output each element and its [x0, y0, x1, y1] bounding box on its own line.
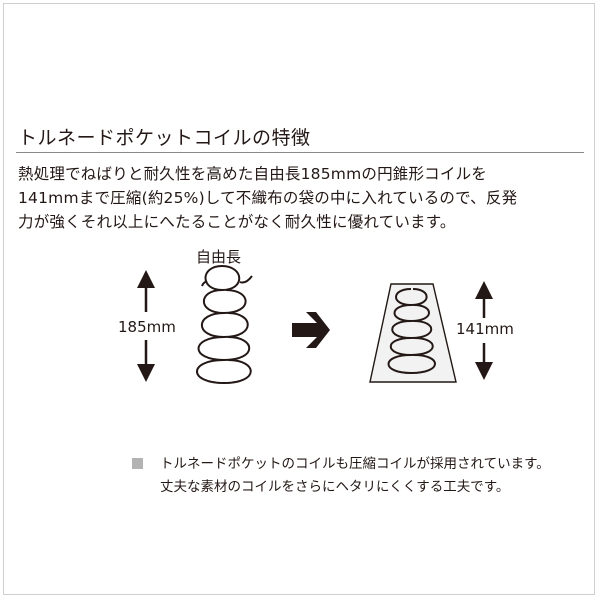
heading-divider	[16, 152, 584, 153]
free-length-value: 185mm	[118, 318, 176, 336]
double-arrow-icon	[137, 270, 155, 382]
description: 熱処理でねばりと耐久性を高めた自由長185mmの円錐形コイルを 141mmまで圧…	[18, 162, 592, 234]
free-length-label: 自由長	[196, 248, 242, 266]
compressed-coil-bag	[369, 283, 457, 383]
description-line: 力が強くそれ以上にへたることがなく耐久性に優れています。	[18, 213, 456, 231]
page-frame	[3, 3, 595, 595]
double-arrow-icon	[475, 281, 493, 380]
note-line: 丈夫な素材のコイルをさらにヘタリにくくする工夫です。	[160, 479, 510, 495]
description-line: 141mmまで圧縮(約25%)して不織布の袋の中に入れているので、反発	[18, 189, 518, 207]
square-bullet-icon	[132, 458, 143, 469]
right-arrow-icon	[292, 312, 330, 348]
free-coil-icon	[196, 265, 253, 385]
section-heading: トルネードポケットコイルの特徴	[18, 127, 311, 149]
description-line: 熱処理でねばりと耐久性を高めた自由長185mmの円錐形コイルを	[18, 165, 487, 183]
compressed-length-value: 141mm	[456, 320, 514, 338]
note-line: トルネードポケットのコイルも圧縮コイルが採用されています。	[160, 456, 550, 472]
